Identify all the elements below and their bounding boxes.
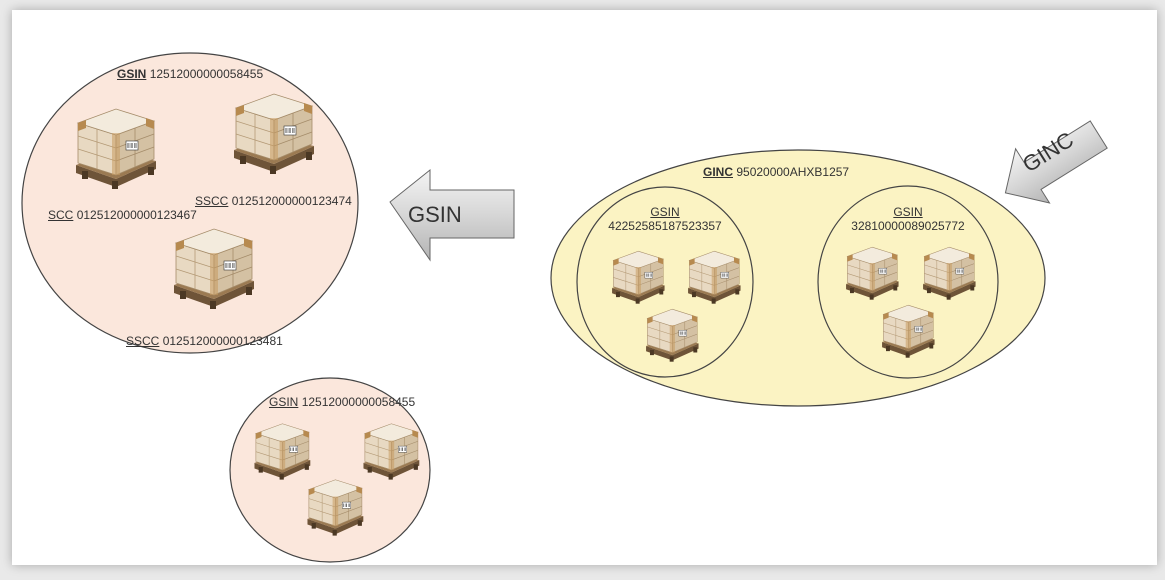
arrow-left-icon [389, 168, 515, 262]
arrow-down-left-icon [1004, 120, 1108, 204]
sscc-3-number: 012512000000123481 [162, 334, 283, 348]
ginc-heading: GINC 95020000AHXB1257 [703, 165, 849, 179]
gsin-bottom-heading: GSIN 12512000000058455 [269, 395, 415, 409]
pallet-icon [838, 238, 904, 301]
pallet-icon [162, 215, 262, 311]
sscc-label-3: SSCC 012512000000123481 [126, 334, 283, 348]
pallet-icon [604, 242, 670, 305]
gsin-top-heading: GSIN 12512000000058455 [117, 67, 263, 81]
pallet-icon [299, 470, 369, 537]
gsin-left-heading: GSIN 42252585187523357 [608, 205, 721, 233]
gsin-arrow-label: GSIN [408, 202, 462, 227]
sscc-1-number: 012512000000123467 [76, 208, 197, 222]
gsin-top-label: GSIN [117, 67, 147, 81]
ginc-number: 95020000AHXB1257 [736, 165, 850, 179]
pallet-icon [222, 80, 322, 176]
gsin-bottom-number: 12512000000058455 [301, 395, 416, 409]
gsin-left-number: 42252585187523357 [608, 219, 722, 233]
gsin-left-label: GSIN [650, 205, 680, 219]
sscc-label-1: SCC 012512000000123467 [48, 208, 197, 222]
ginc-label: GINC [703, 165, 733, 179]
gsin-bottom-label: GSIN [269, 395, 299, 409]
pallet-icon [915, 238, 981, 301]
sscc-3-label: SSCC [126, 334, 160, 348]
pallet-icon [638, 300, 704, 363]
gsin-right-number: 32810000089025772 [851, 219, 965, 233]
pallet-icon [874, 296, 940, 359]
gsin-circle-bottom [229, 377, 431, 563]
gsin-right-label: GSIN [893, 205, 923, 219]
gsin-right-heading: GSIN 32810000089025772 [851, 205, 964, 233]
gsin-ellipse-right [817, 185, 999, 379]
sscc-label-2: SSCC 012512000000123474 [195, 194, 352, 208]
pallet-icon [680, 242, 746, 305]
sscc-1-label: SCC [48, 208, 74, 222]
sscc-2-number: 012512000000123474 [231, 194, 352, 208]
pallet-icon [64, 95, 164, 191]
sscc-2-label: SSCC [195, 194, 229, 208]
gsin-top-number: 12512000000058455 [149, 67, 264, 81]
slide: GSIN GINC GSIN 12512000000058455 SCC 012… [12, 10, 1157, 565]
gsin-ellipse-left [576, 186, 754, 378]
